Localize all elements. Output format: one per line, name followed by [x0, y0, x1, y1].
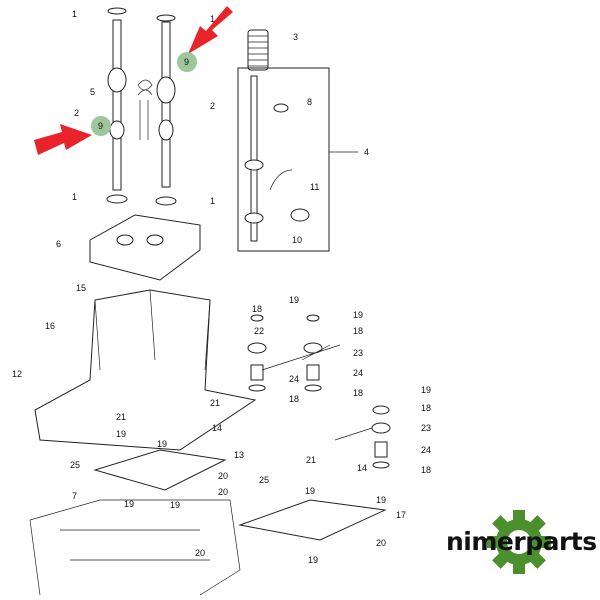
callout-9: 9 [184, 57, 189, 67]
callout-19: 19 [376, 495, 386, 505]
callout-4: 4 [364, 147, 369, 157]
callout-21: 21 [306, 455, 316, 465]
callout-18: 18 [353, 388, 363, 398]
callout-19: 19 [170, 500, 180, 510]
plate-17 [238, 499, 387, 541]
callout-23: 23 [421, 423, 431, 433]
callout-2: 2 [210, 101, 215, 111]
callout-18: 18 [353, 326, 363, 336]
callout-3: 3 [293, 32, 298, 42]
shift-lever-right [155, 14, 177, 206]
callout-23: 23 [353, 348, 363, 358]
callout-14: 14 [357, 463, 367, 473]
highlight-circle [91, 116, 111, 136]
red-arrow-left [34, 124, 92, 155]
callout-6: 6 [56, 239, 61, 249]
inset-detail-4 [237, 67, 358, 252]
callout-1: 1 [72, 192, 77, 202]
housing-16 [34, 289, 257, 451]
callout-18: 18 [421, 403, 431, 413]
callout-25: 25 [259, 475, 269, 485]
spring-3 [247, 29, 269, 71]
callout-10: 10 [292, 235, 302, 245]
nimerparts-logo [444, 507, 594, 577]
callout-18: 18 [421, 465, 431, 475]
spring-assemblies [247, 314, 391, 469]
callout-25: 25 [70, 460, 80, 470]
callout-24: 24 [289, 374, 299, 384]
callout-19: 19 [421, 385, 431, 395]
red-arrow-top [188, 6, 233, 54]
shift-lever-left [106, 7, 128, 204]
callout-11: 11 [310, 182, 319, 192]
plate-13 [93, 449, 227, 491]
callout-1: 1 [210, 14, 215, 24]
callout-12: 12 [12, 369, 22, 379]
callout-20: 20 [376, 538, 386, 548]
callout-19: 19 [157, 439, 167, 449]
callout-8: 8 [307, 97, 312, 107]
highlight-circle [177, 52, 197, 72]
callout-20: 20 [218, 471, 228, 481]
callout-19: 19 [308, 555, 318, 565]
logo-text: nimerparts [446, 527, 597, 556]
callout-18: 18 [252, 304, 262, 314]
callout-16: 16 [45, 321, 55, 331]
spring-5 [137, 79, 153, 140]
callout-15: 15 [76, 283, 86, 293]
callout-19: 19 [305, 486, 315, 496]
cover-6 [89, 214, 201, 281]
callout-24: 24 [353, 368, 363, 378]
callout-19: 19 [353, 310, 363, 320]
callout-1: 1 [210, 196, 215, 206]
callout-1: 1 [72, 9, 77, 19]
transmission-outline [29, 499, 241, 596]
callout-9: 9 [98, 121, 103, 131]
callout-14: 14 [212, 423, 222, 433]
callout-22: 22 [254, 326, 264, 336]
callout-24: 24 [421, 445, 431, 455]
callout-19: 19 [124, 499, 134, 509]
callout-13: 13 [234, 450, 244, 460]
callout-17: 17 [396, 510, 406, 520]
callout-21: 21 [116, 412, 126, 422]
callout-18: 18 [289, 394, 299, 404]
callout-2: 2 [74, 108, 79, 118]
callout-19: 19 [289, 295, 299, 305]
callout-19: 19 [116, 429, 126, 439]
callout-5: 5 [90, 87, 95, 97]
callout-21: 21 [210, 398, 220, 408]
callout-20: 20 [195, 548, 205, 558]
callout-20: 20 [218, 487, 228, 497]
callout-7: 7 [72, 491, 77, 501]
